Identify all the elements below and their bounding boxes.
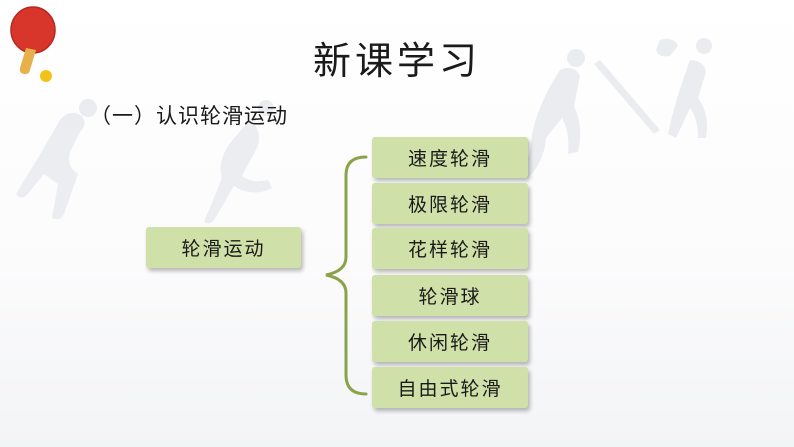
root-node-box: 轮滑运动 <box>146 227 301 268</box>
curly-brace-connector <box>325 155 368 396</box>
category-box-speed: 速度轮滑 <box>372 137 528 178</box>
category-box-leisure: 休闲轮滑 <box>372 321 528 362</box>
category-box-hockey: 轮滑球 <box>372 275 528 316</box>
ping-pong-paddle-icon <box>10 6 56 82</box>
category-box-extreme: 极限轮滑 <box>372 183 528 224</box>
section-subtitle: （一）认识轮滑运动 <box>90 104 288 128</box>
category-box-freestyle: 自由式轮滑 <box>372 367 528 408</box>
category-box-figure: 花样轮滑 <box>372 228 528 269</box>
page-title: 新课学习 <box>312 39 481 83</box>
